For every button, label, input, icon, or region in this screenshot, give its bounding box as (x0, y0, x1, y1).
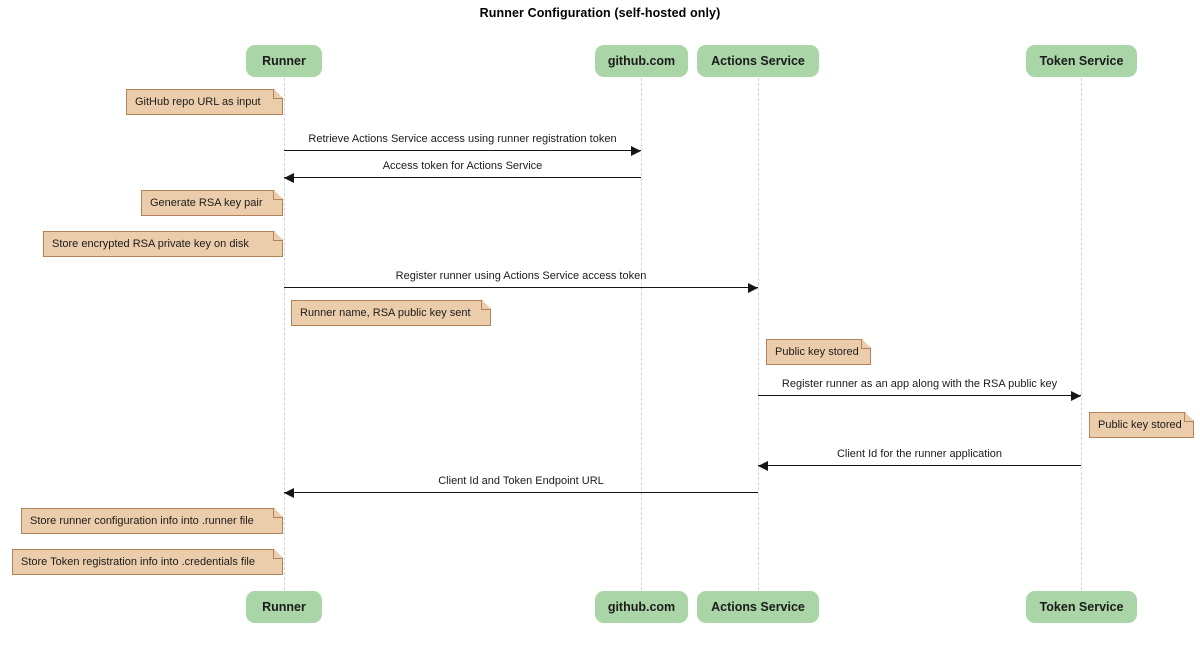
message-line (284, 492, 758, 493)
note-folded-corner-icon (274, 549, 283, 558)
participant-label: github.com (607, 599, 676, 614)
arrowhead-right-icon (748, 282, 758, 293)
note-fold-edge-icon (1184, 412, 1194, 422)
note-folded-corner-icon (482, 300, 491, 309)
note-fold-edge-icon (273, 190, 283, 200)
note-folded-corner-icon (274, 89, 283, 98)
note-text: Public key stored (1098, 419, 1182, 431)
note-note-1[interactable]: GitHub repo URL as input (126, 89, 283, 115)
participant-label: github.com (607, 53, 676, 68)
participant-label: Runner (262, 53, 306, 68)
message-line (284, 287, 758, 288)
note-fold-edge-icon (481, 300, 491, 310)
note-fold-edge-icon (273, 231, 283, 241)
note-folded-corner-icon (862, 339, 871, 348)
message-line (758, 395, 1081, 396)
participant-token-bottom[interactable]: Token Service (1026, 591, 1137, 623)
lifeline-runner (284, 78, 285, 590)
note-fold-edge-icon (273, 508, 283, 518)
participant-label: Actions Service (711, 599, 805, 614)
note-folded-corner-icon (274, 508, 283, 517)
participant-label: Runner (262, 599, 306, 614)
participant-actions-top[interactable]: Actions Service (697, 45, 819, 77)
note-text: Generate RSA key pair (150, 197, 263, 209)
note-text: Store encrypted RSA private key on disk (52, 238, 249, 250)
arrowhead-left-icon (284, 487, 294, 498)
note-note-4[interactable]: Runner name, RSA public key sent (291, 300, 491, 326)
note-fold-edge-icon (861, 339, 871, 349)
note-text: GitHub repo URL as input (135, 96, 261, 108)
arrowhead-right-icon (1071, 390, 1081, 401)
page-title: Runner Configuration (self-hosted only) (479, 6, 721, 20)
participant-label: Token Service (1039, 599, 1124, 614)
participant-label: Actions Service (711, 53, 805, 68)
note-fold-edge-icon (273, 549, 283, 559)
message-label: Register runner using Actions Service ac… (395, 270, 647, 282)
participant-github-bottom[interactable]: github.com (595, 591, 688, 623)
message-line (758, 465, 1081, 466)
note-fold-edge-icon (273, 89, 283, 99)
message-label: Register runner as an app along with the… (781, 378, 1058, 390)
participant-label: Token Service (1039, 53, 1124, 68)
message-line (284, 150, 641, 151)
note-text: Public key stored (775, 346, 859, 358)
lifeline-token (1081, 78, 1082, 590)
arrowhead-right-icon (631, 145, 641, 156)
note-note-5[interactable]: Public key stored (766, 339, 871, 365)
lifeline-github (641, 78, 642, 590)
note-note-3[interactable]: Store encrypted RSA private key on disk (43, 231, 283, 257)
note-note-8[interactable]: Store Token registration info into .cred… (12, 549, 283, 575)
arrowhead-left-icon (284, 172, 294, 183)
message-line (284, 177, 641, 178)
lifeline-actions (758, 78, 759, 590)
participant-runner-bottom[interactable]: Runner (246, 591, 322, 623)
participant-token-top[interactable]: Token Service (1026, 45, 1137, 77)
message-label: Client Id and Token Endpoint URL (438, 475, 604, 487)
message-label: Client Id for the runner application (836, 448, 1003, 460)
note-text: Store runner configuration info into .ru… (30, 515, 254, 527)
note-folded-corner-icon (274, 231, 283, 240)
message-label: Access token for Actions Service (382, 160, 543, 172)
note-folded-corner-icon (274, 190, 283, 199)
note-text: Runner name, RSA public key sent (300, 307, 471, 319)
note-note-2[interactable]: Generate RSA key pair (141, 190, 283, 216)
participant-runner-top[interactable]: Runner (246, 45, 322, 77)
note-text: Store Token registration info into .cred… (21, 556, 255, 568)
note-note-7[interactable]: Store runner configuration info into .ru… (21, 508, 283, 534)
participant-actions-bottom[interactable]: Actions Service (697, 591, 819, 623)
note-note-6[interactable]: Public key stored (1089, 412, 1194, 438)
arrowhead-left-icon (758, 460, 768, 471)
note-folded-corner-icon (1185, 412, 1194, 421)
participant-github-top[interactable]: github.com (595, 45, 688, 77)
message-label: Retrieve Actions Service access using ru… (308, 133, 617, 145)
